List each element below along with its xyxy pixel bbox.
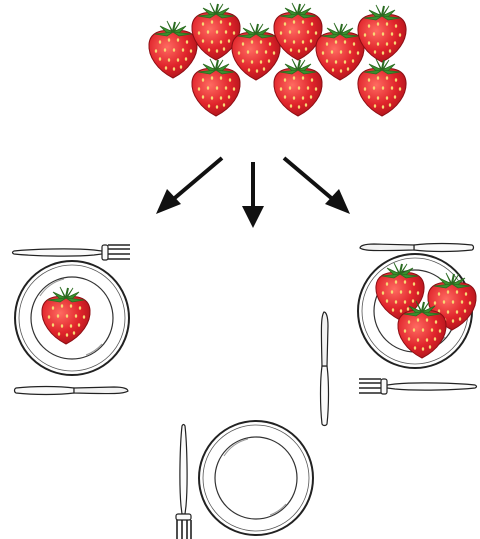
strawberry-icon [356, 58, 408, 117]
plate-setting-right [357, 242, 478, 395]
strawberry-icon [314, 22, 366, 81]
plate-setting-left [11, 244, 131, 396]
plate-icon [198, 420, 314, 536]
knife-icon [359, 242, 475, 253]
knife-icon [13, 385, 129, 396]
arrow-left-icon [156, 156, 224, 214]
strawberry-icon [190, 58, 242, 117]
distribution-arrows [156, 156, 350, 228]
arrow-down-icon [242, 162, 264, 228]
fork-icon [175, 423, 192, 539]
strawberry-icon [147, 20, 199, 79]
arrow-right-icon [282, 156, 350, 214]
fork-icon [358, 378, 478, 395]
strawberry-pile [147, 2, 408, 117]
plate-setting-bottom [175, 311, 330, 539]
strawberry-icon [272, 58, 324, 117]
fork-icon [11, 244, 131, 261]
strawberry-icon [356, 4, 408, 63]
knife-icon [319, 311, 330, 427]
strawberry-icon [272, 2, 324, 61]
